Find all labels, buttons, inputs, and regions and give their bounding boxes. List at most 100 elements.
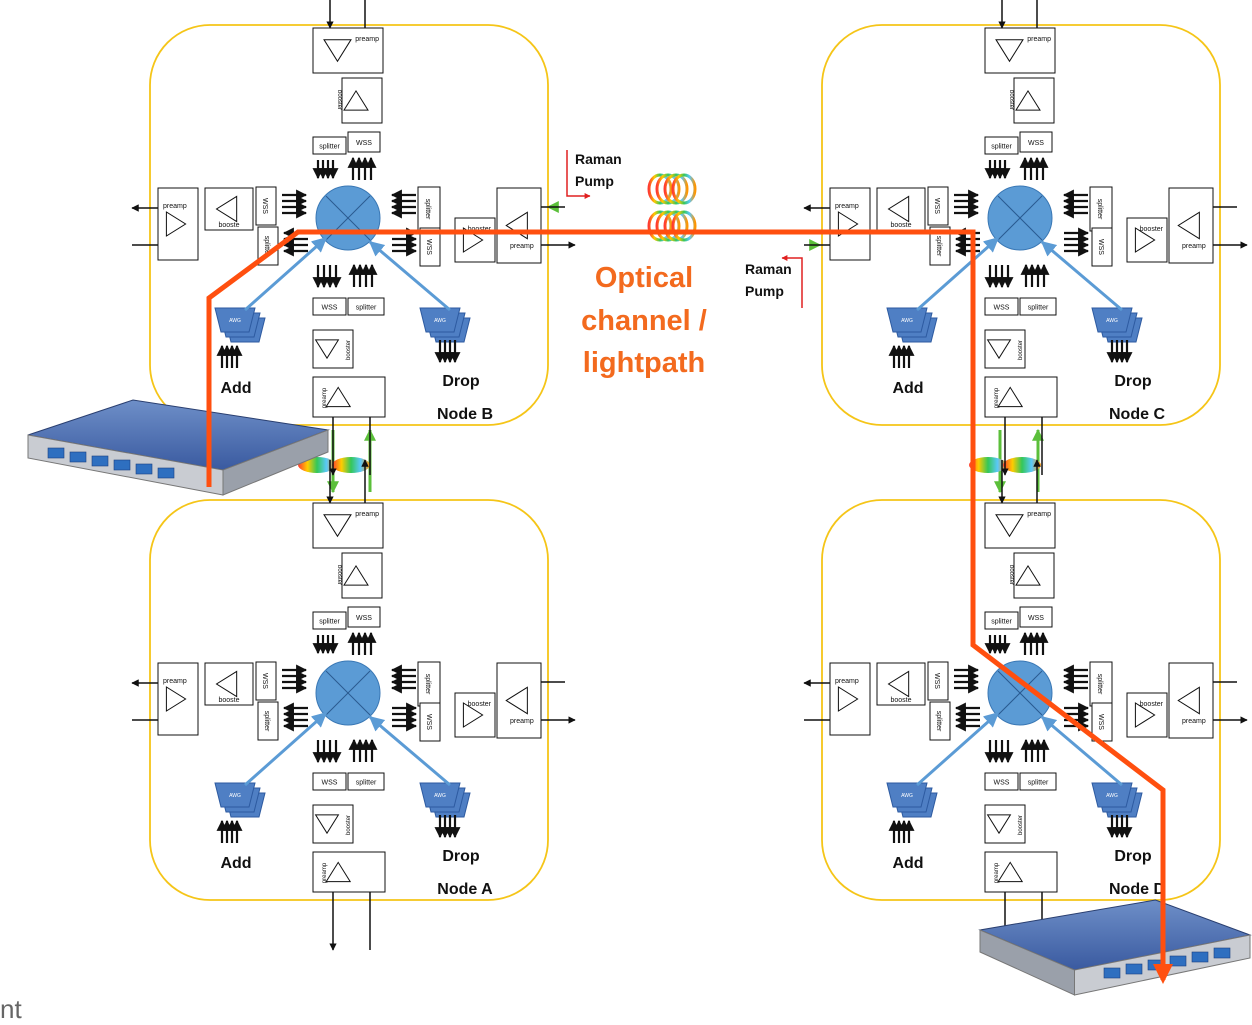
drop-port-arrows (440, 815, 455, 837)
lightpath-title-line2: channel / (581, 305, 707, 337)
add-awg-icon-label: AWG (229, 318, 241, 324)
south-booster-label: booster (346, 815, 352, 835)
north-drop-arrows (318, 635, 333, 653)
roadm-nodes: preampboostersplitterWSSpreampboosteWSSs… (132, 0, 1247, 950)
west-preamp-label: preamp (835, 678, 859, 685)
drop-label: Drop (442, 848, 480, 865)
south-add-arrows (1026, 740, 1044, 762)
west-booster-label: booste (218, 222, 239, 229)
north-wss-label: WSS (356, 615, 372, 622)
add-awg-icon: AWG (887, 308, 937, 342)
west-booster: booste (877, 663, 925, 705)
east-preamp-label: preamp (1182, 718, 1206, 725)
east-amp-stack (497, 188, 541, 263)
west-wss: WSS (928, 187, 948, 225)
east-booster: booster (1127, 693, 1167, 737)
raman-pump-bottom-line: Raman (745, 261, 792, 277)
fiber-coil-cd-icon-right (1003, 457, 1041, 473)
north-drop-arrows (990, 160, 1005, 178)
east-drop-arrows (1064, 670, 1088, 688)
drop-awg-icon-label: AWG (434, 793, 446, 799)
south-preamp: preamp (313, 377, 385, 417)
drop-awg-icon-label: AWG (434, 318, 446, 324)
north-add-arrows (1025, 158, 1043, 180)
north-add-arrows (353, 633, 371, 655)
east-booster: booster (455, 218, 495, 262)
transponder-chassis-right-transceiver-port (1192, 952, 1208, 962)
west-add-arrows (282, 195, 306, 213)
east-splitter-label: splitter (1096, 674, 1103, 695)
east-wss-label: WSS (1097, 714, 1104, 730)
transponder-chassis-right-transceiver-port (1104, 968, 1120, 978)
east-add-arrows (392, 233, 416, 251)
add-awg-icon: AWG (215, 308, 265, 342)
east-amp-stack (1169, 663, 1213, 738)
east-splitter-label: splitter (424, 199, 431, 220)
lightpath-title-line3: lightpath (583, 347, 705, 379)
add-port-arrows (894, 821, 909, 843)
north-wss: WSS (348, 607, 380, 627)
north-booster: booster (1008, 78, 1054, 123)
north-drop-arrows (990, 635, 1005, 653)
optical-crossconnect-icon (988, 661, 1052, 725)
raman-pump-top-label: RamanPump (575, 151, 622, 189)
east-preamp-label: preamp (1182, 243, 1206, 250)
south-splitter-label: splitter (356, 305, 377, 312)
transponder-chassis-right-transceiver-port (1170, 956, 1186, 966)
east-splitter-label: splitter (1096, 199, 1103, 220)
north-booster-label: booster (1008, 90, 1014, 110)
south-splitter: splitter (348, 773, 384, 790)
raman-pump-bottom: RamanPump (745, 258, 802, 308)
west-splitter-label: splitter (935, 711, 942, 732)
north-add-arrows (353, 158, 371, 180)
west-drop-arrows (284, 708, 308, 726)
west-amp-stack: preamp (830, 188, 870, 260)
south-preamp-label: preamp (322, 862, 328, 883)
transponder-chassis-left-transceiver-port (70, 452, 86, 462)
north-booster-label: booster (336, 565, 342, 585)
west-amp-stack: preamp (158, 663, 198, 735)
add-port-arrows (222, 821, 237, 843)
west-booster: booste (205, 188, 253, 230)
add-awg-icon-label: AWG (901, 318, 913, 324)
east-wss: WSS (1092, 228, 1112, 266)
east-booster-label: booster (1140, 701, 1164, 708)
optical-crossconnect-icon (316, 186, 380, 250)
annotation-layer: RamanPumpRamanPumpOpticalchannel /lightp… (0, 150, 802, 1020)
fiber-spool-lower-icon (649, 212, 695, 240)
drop-awg-icon-label: AWG (1106, 793, 1118, 799)
south-wss: WSS (313, 298, 346, 315)
add-awg-icon-label: AWG (901, 793, 913, 799)
west-booster-label: booste (890, 222, 911, 229)
transponder-chassis-right (980, 900, 1250, 995)
north-preamp-box (313, 503, 383, 548)
north-wss-label: WSS (1028, 615, 1044, 622)
south-preamp: preamp (985, 852, 1057, 892)
north-splitter: splitter (313, 612, 346, 629)
east-splitter: splitter (1090, 662, 1112, 706)
south-wss-label: WSS (322, 305, 338, 312)
south-wss: WSS (313, 773, 346, 790)
east-drop-arrows (1064, 195, 1088, 213)
north-wss: WSS (348, 132, 380, 152)
east-preamp-label: preamp (510, 243, 534, 250)
north-wss-label: WSS (1028, 140, 1044, 147)
drop-awg-icon: AWG (1092, 783, 1142, 817)
raman-pump-bottom-label: RamanPump (745, 261, 792, 299)
east-preamp-label: preamp (510, 718, 534, 725)
add-awg-icon: AWG (215, 783, 265, 817)
south-preamp: preamp (313, 852, 385, 892)
south-booster-label: booster (1018, 815, 1024, 835)
east-splitter-label: splitter (424, 674, 431, 695)
west-add-arrows (954, 195, 978, 213)
east-booster-label: booster (1140, 226, 1164, 233)
node-label: Node B (437, 406, 493, 423)
north-booster: booster (1008, 553, 1054, 598)
south-add-arrows (354, 740, 372, 762)
west-add-arrows (282, 670, 306, 688)
south-preamp: preamp (985, 377, 1057, 417)
east-amp-stack (497, 663, 541, 738)
west-preamp-label: preamp (835, 203, 859, 210)
